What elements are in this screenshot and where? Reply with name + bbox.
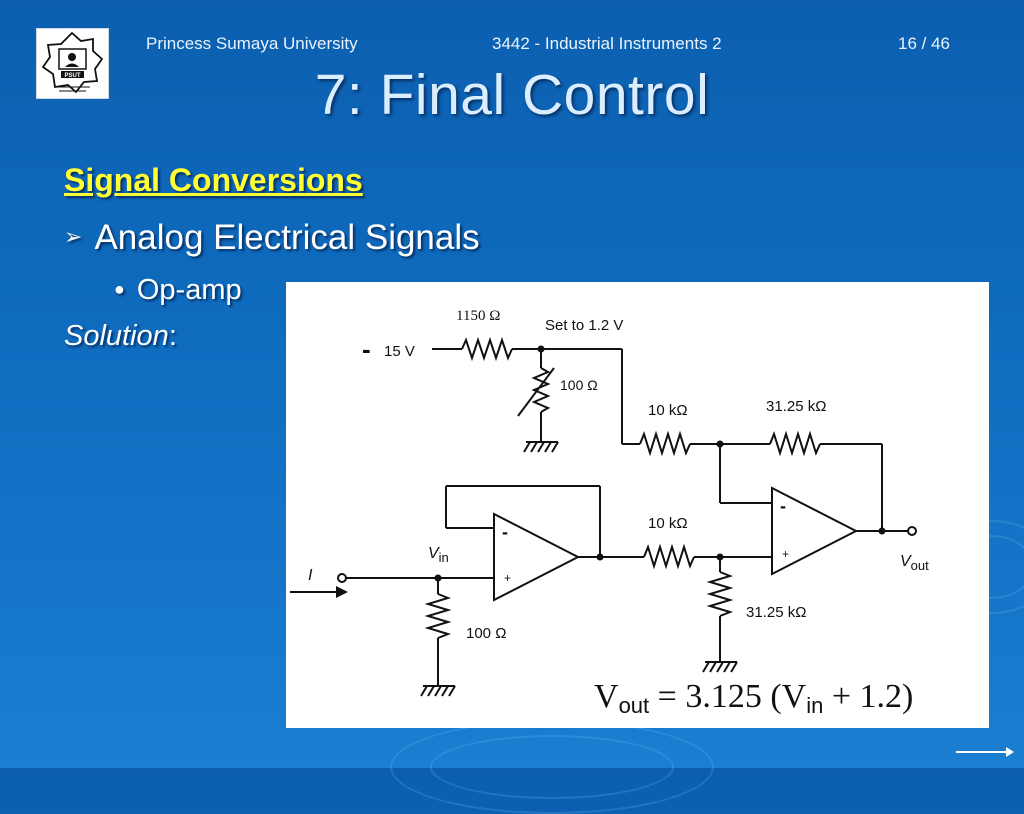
- opamp1-plus: +: [504, 571, 511, 585]
- equation-vout: Vout = 3.125 (Vin + 1.2): [594, 678, 913, 718]
- circuit-diagram: 1150 Ω Set to 1.2 V - 15 V 100 Ω 10 kΩ 3…: [286, 282, 989, 728]
- resistor-31k-top: [769, 430, 821, 457]
- label-31k-top: 31.25 kΩ: [766, 398, 826, 415]
- opamp2-plus: +: [782, 547, 789, 561]
- current-arrow-icon: [336, 586, 348, 598]
- label-10k-mid: 10 kΩ: [648, 515, 688, 532]
- university-logo: PSUT: [36, 28, 109, 99]
- opamp-1: [493, 512, 581, 602]
- resistor-31k-mid: [706, 571, 734, 617]
- solution-text: Solution: [64, 320, 169, 352]
- label-10k-top: 10 kΩ: [648, 402, 688, 419]
- decorative-ripple: [430, 735, 674, 799]
- section-subheading: Signal Conversions: [64, 162, 363, 198]
- solution-label: Solution:: [64, 320, 177, 353]
- header-page-number: 16 / 46: [898, 34, 950, 53]
- potentiometer-100: [531, 367, 551, 413]
- pot-wiper: [517, 367, 555, 417]
- opamp-2: [771, 486, 859, 576]
- label-minus-15v: 15 V: [384, 343, 415, 360]
- dot-bullet-icon: ●: [114, 279, 125, 299]
- minus-sign-15v: -: [362, 334, 371, 364]
- slide-title: 7: Final Control: [314, 63, 710, 127]
- solution-colon: :: [168, 320, 177, 352]
- bullet-level1: ➢ Analog Electrical Signals: [64, 218, 480, 258]
- decorative-ripple: [390, 720, 714, 814]
- label-100-bottom: 100 Ω: [466, 625, 506, 642]
- header-course: 3442 - Industrial Instruments 2: [492, 34, 722, 53]
- bullet-level2-text: Op-amp: [136, 274, 242, 306]
- arrow-bullet-icon: ➢: [64, 224, 83, 249]
- header-university: Princess Sumaya University: [146, 34, 358, 53]
- resistor-10k-mid: [643, 543, 695, 570]
- resistor-100-bottom: [424, 593, 452, 639]
- resistor-10k-top: [639, 430, 691, 457]
- label-set-to: Set to 1.2 V: [545, 317, 623, 334]
- resistor-1150: [461, 336, 513, 362]
- opamp1-minus: -: [502, 522, 508, 542]
- next-slide-arrow-icon[interactable]: [954, 744, 1016, 765]
- label-100-pot: 100 Ω: [560, 377, 598, 393]
- bullet-level2: ● Op-amp: [114, 274, 242, 307]
- label-31k-mid: 31.25 kΩ: [746, 604, 806, 621]
- label-1150: 1150 Ω: [456, 308, 500, 324]
- label-current-i: I: [308, 567, 313, 584]
- logo-text: PSUT: [64, 73, 80, 79]
- label-vin: Vin: [428, 545, 449, 565]
- bullet-level1-text: Analog Electrical Signals: [94, 218, 480, 257]
- label-vout: Vout: [900, 553, 929, 573]
- opamp2-minus: -: [780, 496, 786, 516]
